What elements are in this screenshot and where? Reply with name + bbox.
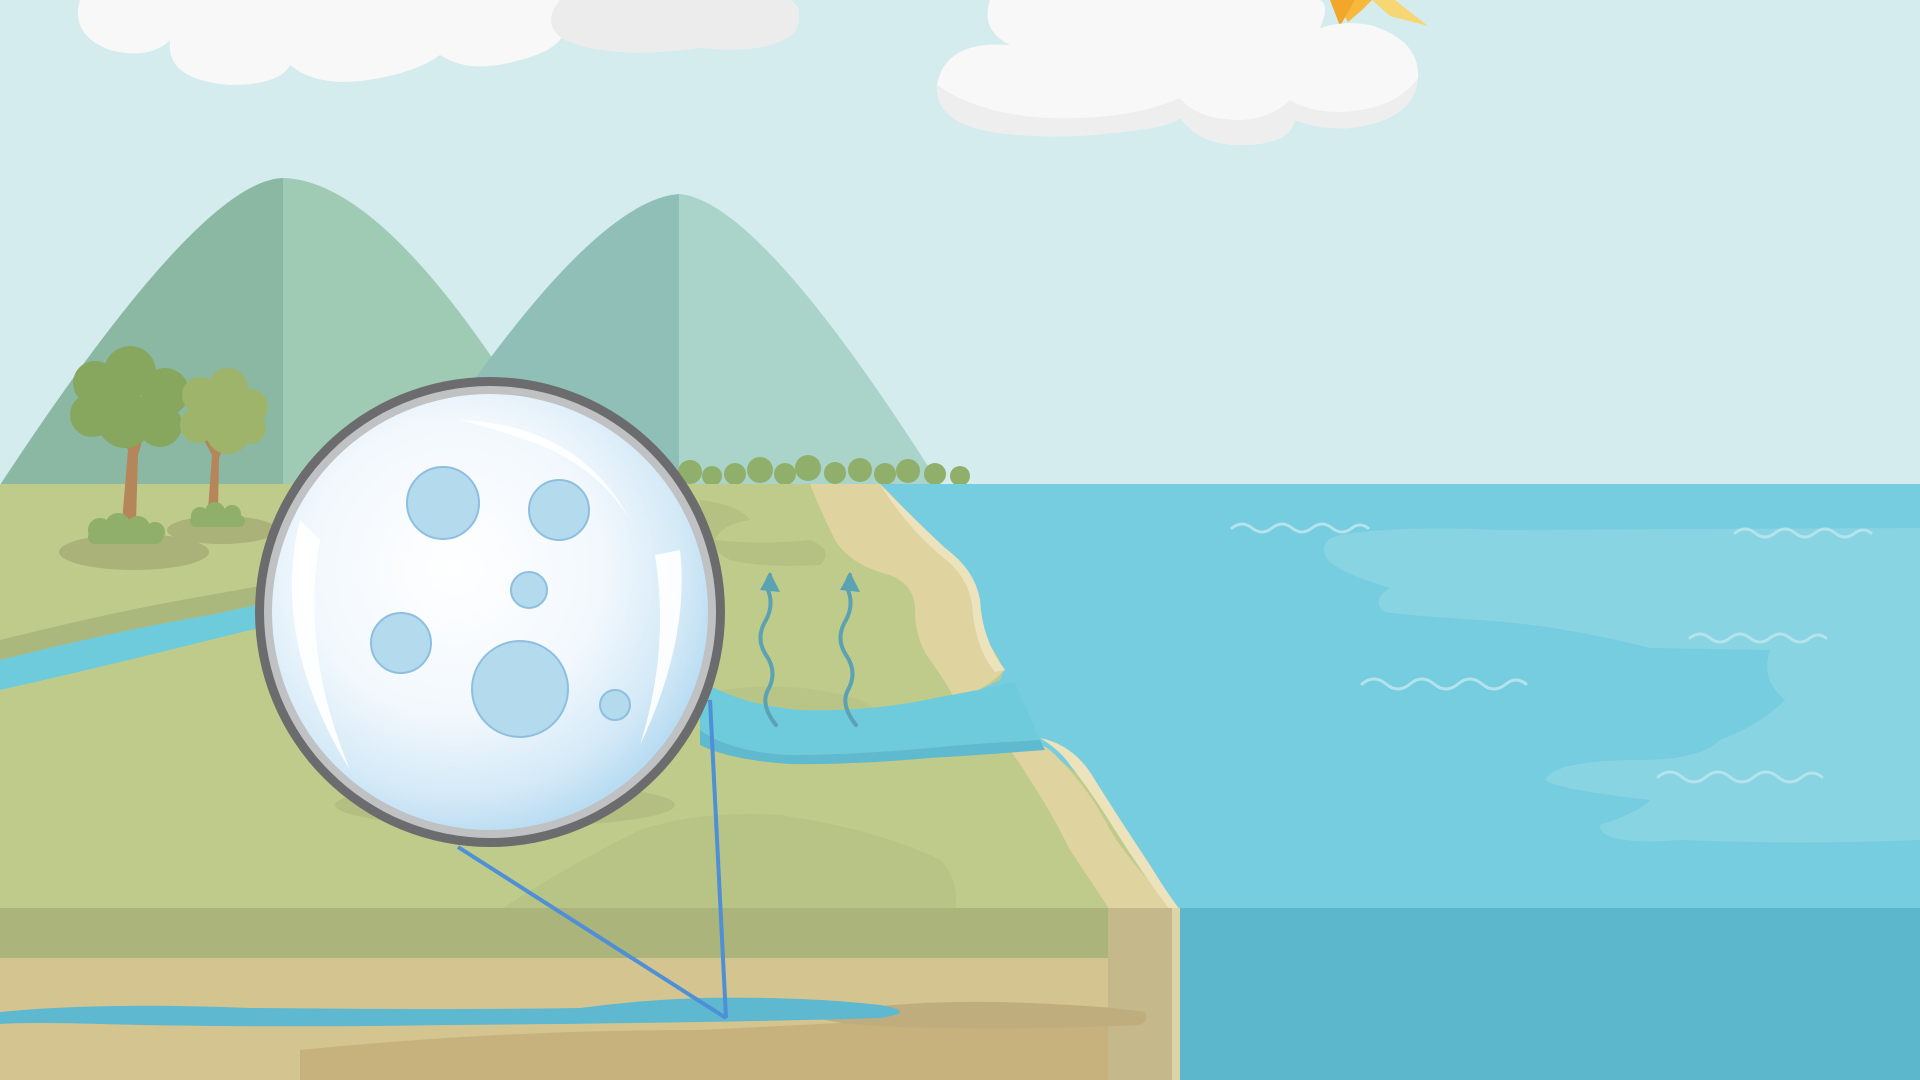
cliff-edge xyxy=(1172,908,1180,1080)
cliff-face xyxy=(1108,908,1178,1080)
soil-band-top xyxy=(0,908,1110,958)
ocean-deep xyxy=(1178,908,1920,1080)
magnifier-icon xyxy=(255,377,725,847)
